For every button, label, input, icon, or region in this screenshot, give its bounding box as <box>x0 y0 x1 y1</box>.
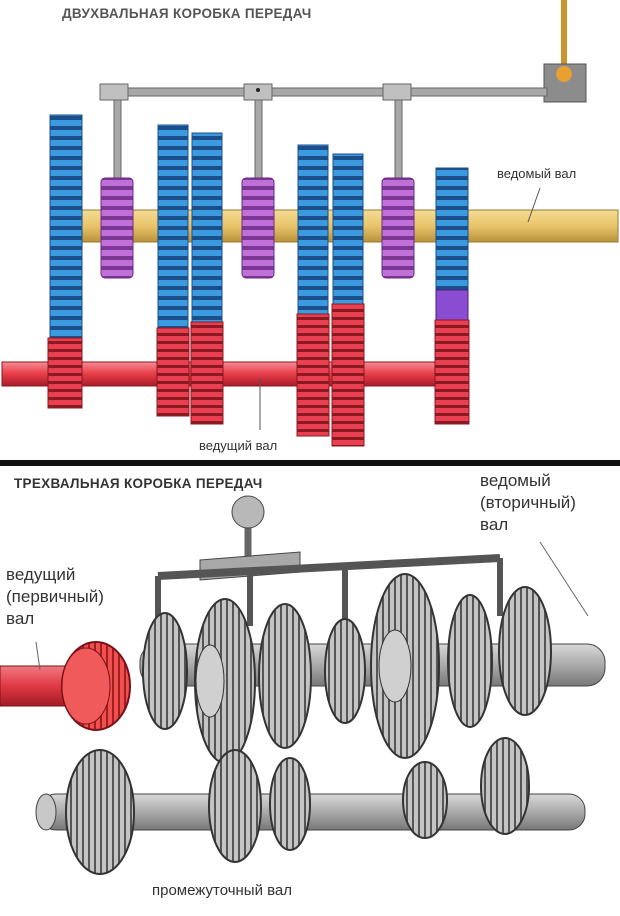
counter-gear-2 <box>208 749 262 863</box>
two-shaft-diagram <box>1 0 619 447</box>
drive-gear-4 <box>296 313 330 437</box>
primary-shaft-label: ведущий (первичный) вал <box>6 565 104 628</box>
counter-shaft-label: промежуточный вал <box>152 882 293 899</box>
lever-knob <box>231 495 265 529</box>
three-shaft-gearbox-panel: ТРЕХВАЛЬНАЯ КОРОБКА ПЕРЕДАЧ ведомый (вто… <box>0 466 620 916</box>
selector-rail <box>101 87 548 97</box>
panel-divider <box>0 460 620 466</box>
selector-fork-1 <box>113 99 122 179</box>
secondary-shaft-label: ведомый (вторичный) вал <box>480 471 576 534</box>
drive-gear-5 <box>331 303 365 447</box>
driven-gear-6 <box>435 167 469 291</box>
drive-shaft-leader-b <box>35 641 41 671</box>
lever-pivot <box>556 66 572 82</box>
driven-gear-1 <box>49 114 83 341</box>
driven-shaft-leader-b <box>539 541 589 617</box>
driven-gear-2 <box>157 124 189 331</box>
main-gear-4 <box>324 618 366 724</box>
driven-shaft-label: ведомый вал <box>497 166 577 181</box>
synchronizer-1 <box>100 177 134 279</box>
synchronizer-2 <box>241 177 275 279</box>
driven-gear-5 <box>332 153 364 307</box>
selector-fork-3 <box>394 99 403 179</box>
drive-shaft-label: ведущий вал <box>199 438 278 453</box>
rail-block-3 <box>382 83 412 101</box>
drive-gear-6 <box>434 319 470 425</box>
driven-gear-3 <box>191 132 223 326</box>
drive-gear-3 <box>190 321 224 425</box>
selector-fork-2 <box>254 99 263 179</box>
counter-gear-1 <box>65 749 135 875</box>
counter-gear-5 <box>480 737 530 835</box>
two-shaft-gearbox-panel: ДВУХВАЛЬНАЯ КОРОБКА ПЕРЕДАЧ ведомый вал … <box>1 0 619 453</box>
three-shaft-diagram <box>0 495 606 875</box>
idler-gear <box>435 289 469 323</box>
driven-gear-4 <box>297 144 329 318</box>
counter-gear-4 <box>402 761 448 839</box>
counter-gear-3 <box>269 757 311 851</box>
main-gear-7 <box>498 586 552 716</box>
synchronizer-3 <box>381 177 415 279</box>
main-gear-6 <box>447 594 493 728</box>
rail-block-1 <box>99 83 129 101</box>
driven-shaft-leader <box>527 187 541 223</box>
three-shaft-title: ТРЕХВАЛЬНАЯ КОРОБКА ПЕРЕДАЧ <box>14 476 263 491</box>
two-shaft-title: ДВУХВАЛЬНАЯ КОРОБКА ПЕРЕДАЧ <box>62 6 312 21</box>
drive-gear-2 <box>156 327 190 417</box>
drive-gear-1 <box>47 337 83 409</box>
main-gear-3 <box>258 603 312 749</box>
main-gear-1 <box>142 612 188 730</box>
gear-lever <box>561 0 567 70</box>
selector-rail-top <box>157 554 501 580</box>
